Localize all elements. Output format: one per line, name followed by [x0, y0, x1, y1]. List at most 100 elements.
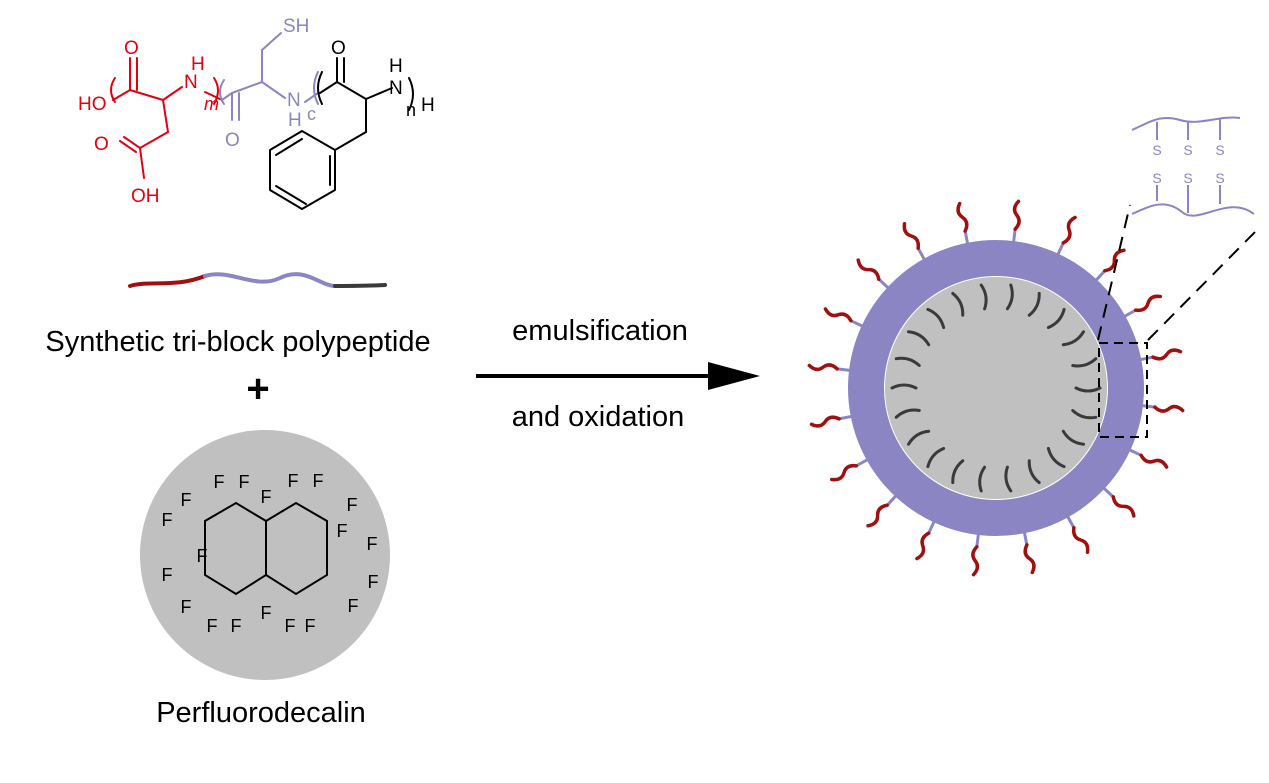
hydrophobic-chain-6	[978, 465, 987, 493]
cysteine-block	[219, 32, 319, 121]
hydrophobic-chain-11	[890, 383, 918, 390]
sulfur-atom-top-2: S	[1215, 142, 1224, 158]
tail-linker-10	[835, 367, 853, 373]
tail-linker-9	[837, 414, 855, 421]
amide-n-label: N	[184, 72, 198, 93]
plus-sign: +	[246, 367, 269, 411]
hydrophobic-chain-16	[979, 283, 988, 311]
hydrophobic-chain-19	[1046, 307, 1066, 330]
hydrophilic-tail-19	[1151, 348, 1183, 361]
fluorine-atom-1: F	[162, 510, 173, 530]
phenylalanine-block	[269, 57, 414, 210]
hydrophobic-chain-9	[907, 429, 931, 446]
subscript-m: m	[204, 94, 219, 114]
hydrophobic-chain-12	[894, 356, 921, 367]
phe-n-label: N	[389, 78, 403, 99]
hydrophilic-tail-15	[1012, 199, 1021, 231]
fluorine-atom-10: F	[288, 471, 299, 491]
zoom-box	[1098, 342, 1148, 438]
tail-linker-1	[1126, 447, 1143, 457]
reaction-arrow	[476, 362, 760, 390]
hydrophobic-chain-20	[1061, 330, 1085, 347]
tail-linker-15	[1011, 227, 1017, 245]
fluorine-atom-11: F	[313, 471, 324, 491]
sulfur-atom-bottom-2: S	[1215, 170, 1224, 186]
hydrophilic-tail-4	[1023, 543, 1036, 575]
phe-h-label: H	[389, 56, 403, 77]
subscript-c: c	[307, 104, 316, 124]
hydrophilic-tail-18	[1134, 294, 1162, 313]
hydrophobic-chain-17	[1005, 283, 1014, 311]
decalin-skeleton	[204, 501, 328, 596]
hydrophilic-tail-5	[971, 545, 980, 577]
zoom-line-left	[1097, 204, 1131, 341]
hydrophilic-tail-12	[856, 258, 881, 281]
top-strand	[1131, 116, 1241, 131]
perfluorocarbon-core	[885, 277, 1107, 499]
sulfur-atom-top-0: S	[1152, 142, 1161, 158]
tail-linker-11	[849, 319, 866, 329]
hydrophilic-tail-1	[1139, 453, 1169, 469]
hydrophilic-tail-7	[866, 503, 889, 528]
hydrophilic-tail-11	[823, 307, 853, 323]
fluorine-atom-4: F	[214, 472, 225, 492]
carbonyl-o-label: O	[124, 38, 139, 59]
fluorine-atom-15: F	[367, 534, 378, 554]
fluorine-atom-2: F	[181, 597, 192, 617]
tri-block-chemical-structure: HO O N H m O SH N H c O H N n H O OH	[78, 16, 435, 210]
hydrophilic-tail-8	[830, 463, 858, 482]
hydrophobic-chain-10	[894, 408, 921, 419]
arrow-label-oxidation: and oxidation	[512, 401, 685, 433]
side-o-label: O	[94, 134, 109, 155]
aspartic-acid-block	[110, 57, 223, 179]
cys-carbonyl-o-label: O	[225, 130, 240, 151]
hydrophobic-chain-14	[926, 307, 946, 330]
tail-linker-5	[975, 531, 981, 549]
end-h-label: H	[421, 95, 435, 116]
tail-linker-3	[1065, 514, 1076, 530]
fluorine-atom-16: F	[348, 596, 359, 616]
hydrophilic-tails	[807, 199, 1185, 577]
crosslinked-emulsion-droplet	[807, 199, 1256, 577]
hydrophobic-chain-21	[1071, 357, 1098, 368]
hydrophobic-chain-15	[951, 291, 965, 317]
hydrophilic-tail-6	[915, 531, 931, 561]
tail-linker-18	[1122, 308, 1138, 319]
amide-h-label: H	[191, 54, 205, 75]
tri-block-chain-icon	[128, 272, 387, 288]
sulfur-atom-bottom-0: S	[1152, 170, 1161, 186]
hydrophilic-tail-2	[1111, 495, 1136, 518]
hydrophobic-chain-4	[1027, 459, 1041, 485]
fluorine-atom-8: F	[261, 487, 272, 507]
zoom-line-right	[1147, 231, 1256, 341]
arrow-label-emulsification: emulsification	[512, 315, 688, 347]
fluorine-atom-12: F	[285, 616, 296, 636]
side-oh-label: OH	[131, 186, 160, 207]
fluorine-atom-9: F	[261, 603, 272, 623]
fluorine-atom-19: F	[337, 521, 348, 541]
hydrophobic-chain-18	[1027, 291, 1041, 317]
hydrophilic-tail-17	[1103, 248, 1126, 273]
hydrophilic-tail-10	[807, 363, 839, 372]
bottom-strand	[1131, 203, 1255, 217]
fluorine-atom-13: F	[305, 616, 316, 636]
tail-linker-6	[927, 518, 937, 535]
hydrophilic-tail-13	[902, 222, 921, 250]
hydrophobic-chain-5	[1004, 465, 1013, 493]
hydrophilic-tail-9	[809, 415, 841, 428]
tail-linker-8	[854, 457, 870, 468]
fluorine-atom-5: F	[239, 472, 250, 492]
tail-linker-14	[963, 229, 970, 247]
tail-linker-4	[1022, 529, 1029, 547]
cys-n-label: N	[287, 90, 301, 111]
tail-linker-2	[1101, 485, 1115, 499]
tail-linker-16	[1055, 241, 1065, 258]
fluorine-atom-18: F	[197, 546, 208, 566]
fluorine-atom-0: F	[181, 490, 192, 510]
tail-linker-7	[885, 493, 899, 507]
sulfur-atom-bottom-1: S	[1183, 170, 1192, 186]
hydrophobic-chains	[890, 283, 1102, 493]
